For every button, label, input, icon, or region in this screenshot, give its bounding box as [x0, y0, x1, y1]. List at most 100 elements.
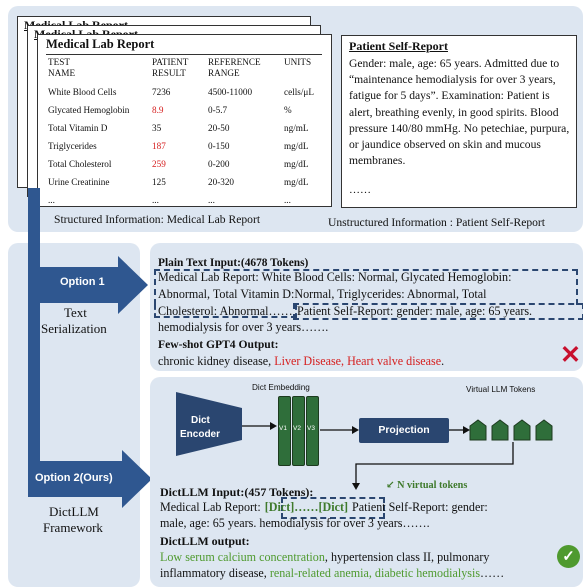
lab-cell-units: mg/dL [284, 159, 309, 169]
lab-cell-units: ng/mL [284, 123, 309, 133]
lab-cell-result: 259 [152, 159, 166, 169]
virtual-tokens-label: Virtual LLM Tokens [466, 385, 536, 394]
lab-column-header: TEST NAME [48, 57, 76, 78]
lab-cell-result: 187 [152, 141, 166, 151]
dict-encoder-block [176, 392, 242, 456]
option2-output-correct-2: renal-related anemia, diabetic hemodialy… [269, 566, 481, 580]
lab-cell-result: 125 [152, 177, 166, 187]
option1-arrowhead [118, 256, 148, 314]
encoder-to-embedding-arrow [242, 422, 277, 430]
option1-output-title: Few-shot GPT4 Output: [158, 338, 279, 351]
lab-column-header: REFERENCE RANGE [208, 57, 261, 78]
lab-cell-name: Total Vitamin D [48, 123, 108, 133]
dict-encoder-line1: Dict [191, 415, 210, 426]
tokens-to-input-arrow [352, 442, 514, 490]
lab-result-row: Total Cholesterol 259 0-200 mg/dL [48, 155, 328, 173]
v2-label: V2 [293, 425, 301, 432]
embedding-vector-v2 [292, 396, 305, 466]
option2-name-line1: DictLLM [49, 504, 99, 519]
lab-cell-range: 20-320 [208, 177, 235, 187]
flow-connector [28, 188, 40, 488]
virtual-token-2 [491, 419, 509, 441]
lab-cell-result: ... [152, 195, 159, 205]
virtual-token-sequence [469, 419, 553, 441]
lab-cell-units: cells/μL [284, 87, 314, 97]
embedding-to-projection-arrow [320, 426, 359, 434]
dict-placeholder-highlight [281, 497, 385, 519]
lab-cell-result: 35 [152, 123, 162, 133]
dict-embedding-label: Dict Embedding [252, 383, 310, 392]
option1-label: Option 1 [60, 276, 105, 288]
lab-cell-name: Total Cholesterol [48, 159, 112, 169]
self-report-caption: Unstructured Information : Patient Self-… [328, 216, 546, 229]
option1-lab-text-highlight [154, 269, 578, 305]
correct-output-icon: ✓ [557, 545, 580, 568]
n-virtual-tokens-label: ↙ N virtual tokens [386, 480, 467, 491]
dict-encoder-line2: Encoder [180, 429, 221, 440]
option1-arrow [34, 267, 119, 303]
option2-output-neutral-1: , hypertension class II, pulmonary [324, 550, 490, 564]
option1-input-line3a: Cholesterol: Abnormal…… [158, 304, 293, 318]
option2-input-line1a: Medical Lab Report: [160, 500, 261, 514]
lab-cell-range: 0-200 [208, 159, 230, 169]
option1-input-title: Plain Text Input:(4678 Tokens) [158, 257, 309, 269]
option2-input-line2: male, age: 65 years. hemodialysis for ov… [160, 516, 430, 530]
option2-arrow [28, 461, 123, 497]
lab-cell-units: mg/dL [284, 141, 309, 151]
lab-report-caption: Structured Information: Medical Lab Repo… [54, 213, 261, 226]
lab-cell-range: 0-150 [208, 141, 230, 151]
lab-result-row: Urine Creatinine 125 20-320 mg/dL [48, 173, 328, 191]
option2-input-line1: Medical Lab Report:[Dict]……[Dict]Patient… [160, 500, 488, 515]
virtual-token-3 [513, 419, 531, 441]
lab-cell-name: Urine Creatinine [48, 177, 110, 187]
option2-output-line2: inflammatory disease, renal-related anem… [160, 566, 504, 581]
lab-report-title-rule [46, 54, 322, 55]
lab-column-header: PATIENT RESULT [152, 57, 189, 78]
lab-cell-result: 8.9 [152, 105, 164, 115]
lab-cell-range: 0-5.7 [208, 105, 228, 115]
lab-result-row: ............ [48, 191, 328, 209]
lab-report-card: Medical Lab Report TEST NAME PATIENT RESU… [37, 34, 332, 207]
option2-arrowhead [122, 450, 152, 508]
self-report-title: Patient Self-Report [349, 39, 448, 53]
option2-name-line2: Framework [43, 520, 103, 535]
lab-cell-name: ... [48, 195, 55, 205]
dict-placeholder-tokens: [Dict]……[Dict] [264, 500, 349, 514]
embedding-vector-v3 [306, 396, 319, 466]
lab-report-title: Medical Lab Report [46, 37, 155, 51]
lab-cell-result: 7236 [152, 87, 171, 97]
v1-label: V1 [279, 425, 287, 432]
option1-output-text: chronic kidney disease, Liver Disease, H… [158, 354, 444, 369]
n-virtual-tokens-arrow-icon: ↙ [386, 480, 395, 491]
lab-cell-range: 4500-11000 [208, 87, 253, 97]
option1-input-line3b: Patient Self-Report: gender: male, age: … [297, 304, 533, 318]
embedding-vector-v1 [278, 396, 291, 466]
lab-column-header: UNITS [284, 57, 312, 67]
wrong-output-icon: ✕ [560, 341, 581, 369]
option2-output-ellipsis: …… [480, 566, 505, 580]
lab-cell-units: mg/dL [284, 177, 309, 187]
option2-output-title: DictLLM output: [160, 534, 250, 548]
option2-label: Option 2(Ours) [35, 472, 113, 484]
option1-lab-text-highlight-tail [154, 305, 297, 318]
option2-output-neutral-2: inflammatory disease, [160, 566, 270, 580]
self-report-body: Gender: male, age: 65 years. Admitted du… [349, 57, 570, 168]
option1-input-line1: Medical Lab Report: White Blood Cells: N… [158, 270, 512, 284]
v3-label: V3 [307, 425, 315, 432]
option1-input-line2: Abnormal, Total Vitamin D:Normal, Trigly… [158, 287, 487, 301]
lab-cell-range: ... [208, 195, 215, 205]
option1-name-line2: Serialization [41, 321, 107, 336]
option1-output-end: . [441, 354, 445, 368]
virtual-token-1 [469, 419, 487, 441]
lab-cell-units: ... [284, 195, 291, 205]
projection-box: Projection [359, 418, 449, 443]
option2-input-title: DictLLM Input:(457 Tokens): [160, 485, 314, 499]
lab-result-row: Total Vitamin D 35 20-50 ng/mL [48, 119, 328, 137]
lab-cell-range: 20-50 [208, 123, 230, 133]
lab-cell-units: % [284, 105, 292, 115]
option2-input-line1b: Patient Self-Report: gender: [352, 500, 488, 514]
option1-name-line1: Text [64, 305, 87, 320]
self-report-ellipsis: …… [349, 184, 371, 196]
